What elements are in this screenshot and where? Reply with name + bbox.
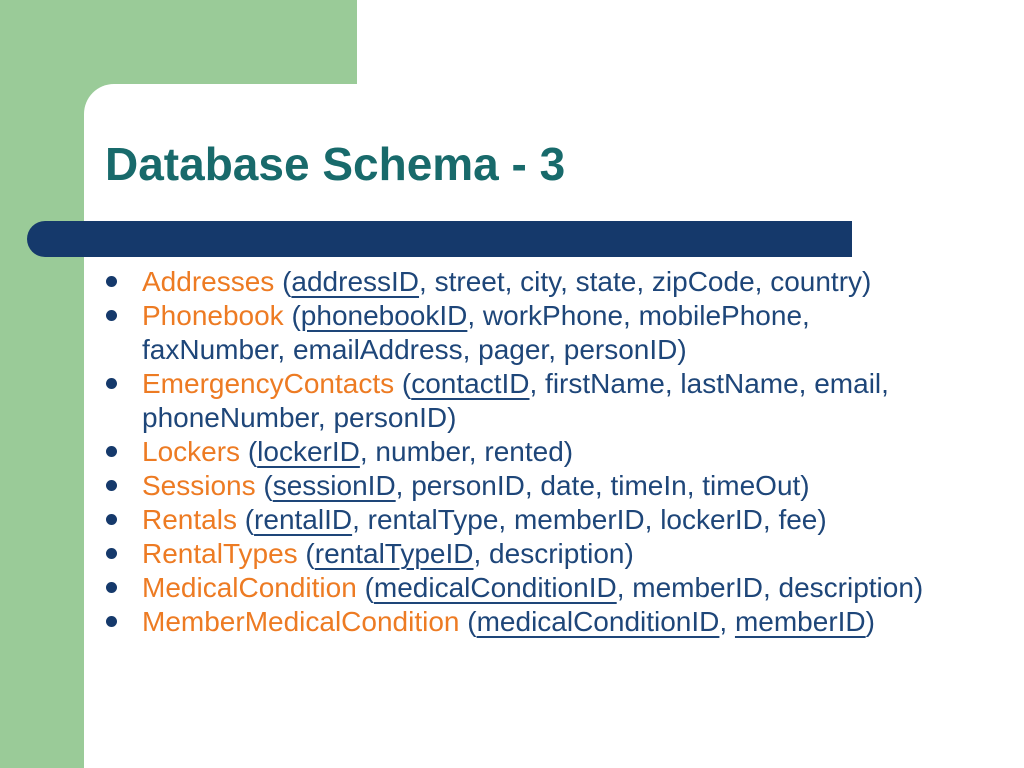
table-name: Addresses (142, 266, 275, 297)
content-card (84, 84, 1024, 768)
table-name: EmergencyContacts (142, 368, 395, 399)
primary-key: medicalConditionID (476, 606, 720, 637)
primary-key: rentalTypeID (314, 538, 474, 569)
table-name: Sessions (142, 470, 256, 501)
primary-key: contactID (411, 368, 530, 399)
table-name: RentalTypes (142, 538, 298, 569)
schema-list-item: Phonebook (phonebookID, workPhone, mobil… (106, 299, 988, 367)
primary-key: sessionID (272, 470, 396, 501)
column-list: phoneNumber, personID) (142, 402, 457, 433)
schema-list-item: EmergencyContacts (contactID, firstName,… (106, 367, 988, 435)
schema-list-item: MedicalCondition (medicalConditionID, me… (106, 571, 988, 605)
table-name: MedicalCondition (142, 572, 357, 603)
schema-list: Addresses (addressID, street, city, stat… (106, 265, 988, 639)
column-list: ( (283, 300, 301, 331)
column-list: ( (356, 572, 374, 603)
column-list: ( (274, 266, 292, 297)
column-list: ) (865, 606, 875, 637)
schema-list-item: MemberMedicalCondition (medicalCondition… (106, 605, 988, 639)
bullet-icon (106, 310, 117, 321)
table-name: MemberMedicalCondition (142, 606, 460, 637)
primary-key: phonebookID (300, 300, 468, 331)
title-accent-bar (27, 221, 852, 257)
primary-key: rentalID (254, 504, 353, 535)
column-list: , personID, date, timeIn, timeOut) (395, 470, 810, 501)
schema-list-item: Sessions (sessionID, personID, date, tim… (106, 469, 988, 503)
table-name: Lockers (142, 436, 241, 467)
column-list: , (719, 606, 735, 637)
column-list: , workPhone, mobilePhone, (467, 300, 810, 331)
schema-list-item: Addresses (addressID, street, city, stat… (106, 265, 988, 299)
primary-key: lockerID (257, 436, 360, 467)
primary-key: medicalConditionID (373, 572, 617, 603)
table-name: Phonebook (142, 300, 284, 331)
bullet-icon (106, 514, 117, 525)
table-name: Rentals (142, 504, 237, 535)
bullet-icon (106, 548, 117, 559)
column-list: faxNumber, emailAddress, pager, personID… (142, 334, 687, 365)
column-list: ( (236, 504, 255, 535)
bullet-icon (106, 378, 117, 389)
column-list: , memberID, description) (616, 572, 924, 603)
column-list: , number, rented) (359, 436, 574, 467)
column-list: , firstName, lastName, email, (529, 368, 889, 399)
primary-key: memberID (734, 606, 866, 637)
bullet-icon (106, 446, 117, 457)
slide-title: Database Schema - 3 (105, 138, 566, 190)
schema-list-item: Lockers (lockerID, number, rented) (106, 435, 988, 469)
primary-key: addressID (291, 266, 420, 297)
bullet-icon (106, 616, 117, 627)
column-list: ( (459, 606, 477, 637)
bullet-icon (106, 276, 117, 287)
column-list: , rentalType, memberID, lockerID, fee) (352, 504, 827, 535)
schema-list-item: RentalTypes (rentalTypeID, description) (106, 537, 988, 571)
column-list: ( (394, 368, 412, 399)
column-list: ( (297, 538, 315, 569)
column-list: ( (240, 436, 258, 467)
schema-list-item: Rentals (rentalID, rentalType, memberID,… (106, 503, 988, 537)
column-list: ( (255, 470, 273, 501)
bullet-icon (106, 480, 117, 491)
column-list: , description) (473, 538, 634, 569)
bullet-icon (106, 582, 117, 593)
column-list: , street, city, state, zipCode, country) (419, 266, 872, 297)
